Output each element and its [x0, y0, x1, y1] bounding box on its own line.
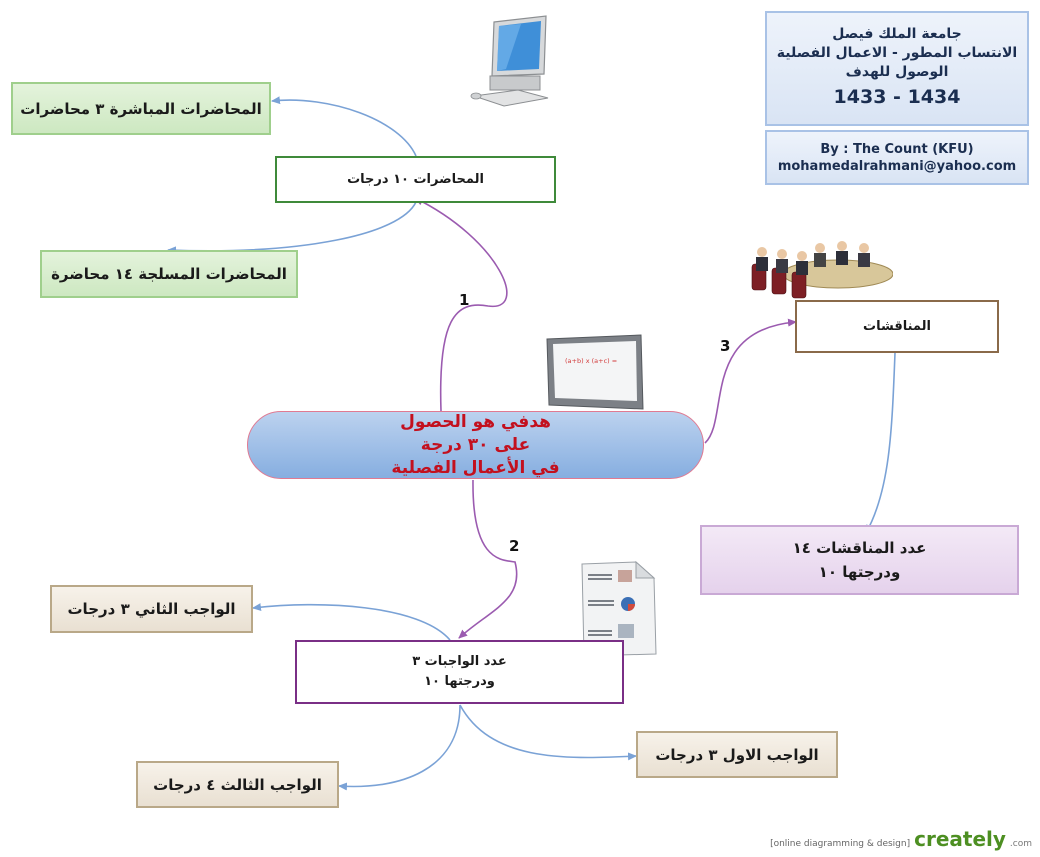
discussions-count-node: عدد المناقشات ١٤ ودرجتها ١٠ [700, 525, 1019, 595]
goal-line-2: على ٣٠ درجة [420, 434, 531, 455]
second-assignment-node: الواجب الثاني ٣ درجات [50, 585, 253, 633]
goal-line-1: هدفي هو الحصول [400, 411, 551, 432]
third-assignment-label: الواجب الثالث ٤ درجات [153, 775, 322, 794]
creately-watermark: [online diagramming & design] creately.c… [770, 827, 1032, 851]
goal-line-3: في الأعمال الفصلية [391, 457, 560, 478]
recorded-lectures-node: المحاضرات المسلجة ١٤ محاضرة [40, 250, 298, 298]
goal-label: الوصول للهدف [845, 64, 949, 80]
author-name: By : The Count (KFU) [820, 141, 974, 157]
central-goal-node: هدفي هو الحصول على ٣٠ درجة في الأعمال ال… [247, 411, 704, 479]
assignments-node: عدد الواجبات ٣ ودرجتها ١٠ [295, 640, 624, 704]
assignments-count: عدد الواجبات ٣ [412, 654, 507, 669]
recorded-lectures-label: المحاضرات المسلجة ١٤ محاضرة [51, 265, 287, 283]
meeting-icon [751, 241, 893, 299]
academic-year: 1434 - 1433 [833, 86, 961, 108]
live-lectures-node: المحاضرات المباشرة ٣ محاضرات [11, 82, 271, 135]
discussions-node: المناقشات [795, 300, 999, 353]
lectures-node: المحاضرات ١٠ درجات [275, 156, 556, 203]
arrow-center-to-discussions [704, 318, 797, 444]
arrow-assignments-to-first [459, 704, 637, 761]
assignments-grade: ودرجتها ١٠ [424, 674, 495, 689]
arrow-assignments-to-second [252, 603, 451, 641]
author-box: By : The Count (KFU) mohamedalrahmani@ya… [765, 130, 1029, 185]
creately-logo: creately [914, 827, 1006, 851]
university-name: جامعة الملك فيصل [832, 26, 962, 42]
lectures-label: المحاضرات ١٠ درجات [347, 172, 484, 187]
program-name: الانتساب المطور - الاعمال الفصلية [776, 45, 1018, 61]
arrow-discussions-to-count [865, 352, 896, 534]
first-assignment-node: الواجب الاول ٣ درجات [636, 731, 838, 778]
second-assignment-label: الواجب الثاني ٣ درجات [67, 600, 236, 618]
report-document-icon [581, 560, 657, 657]
arrow-center-to-assignments [458, 479, 518, 639]
university-info-box: جامعة الملك فيصل الانتساب المطور - الاعم… [765, 11, 1029, 126]
discussions-label: المناقشات [863, 319, 931, 334]
arrow-lectures-to-live [271, 96, 417, 157]
live-lectures-label: المحاضرات المباشرة ٣ محاضرات [20, 99, 262, 118]
first-assignment-label: الواجب الاول ٣ درجات [655, 745, 819, 764]
arrow-assignments-to-third [338, 704, 461, 791]
whiteboard-icon: (a+b) x (a+c) = [546, 334, 644, 410]
author-email: mohamedalrahmani@yahoo.com [777, 158, 1017, 174]
discussions-count: عدد المناقشات ١٤ [792, 539, 927, 557]
arrow-lectures-to-recorded [167, 201, 417, 255]
watermark-text: [online diagramming & design] [770, 839, 911, 849]
step-number-3: 3 [720, 337, 731, 355]
creately-logo-suffix: .com [1009, 839, 1032, 849]
whiteboard-formula: (a+b) x (a+c) = [565, 357, 617, 365]
computer-icon [470, 15, 549, 107]
discussions-grade: ودرجتها ١٠ [818, 563, 901, 581]
third-assignment-node: الواجب الثالث ٤ درجات [136, 761, 339, 808]
step-number-2: 2 [509, 537, 520, 555]
step-number-1: 1 [459, 291, 470, 309]
arrow-center-to-lectures [414, 197, 508, 412]
